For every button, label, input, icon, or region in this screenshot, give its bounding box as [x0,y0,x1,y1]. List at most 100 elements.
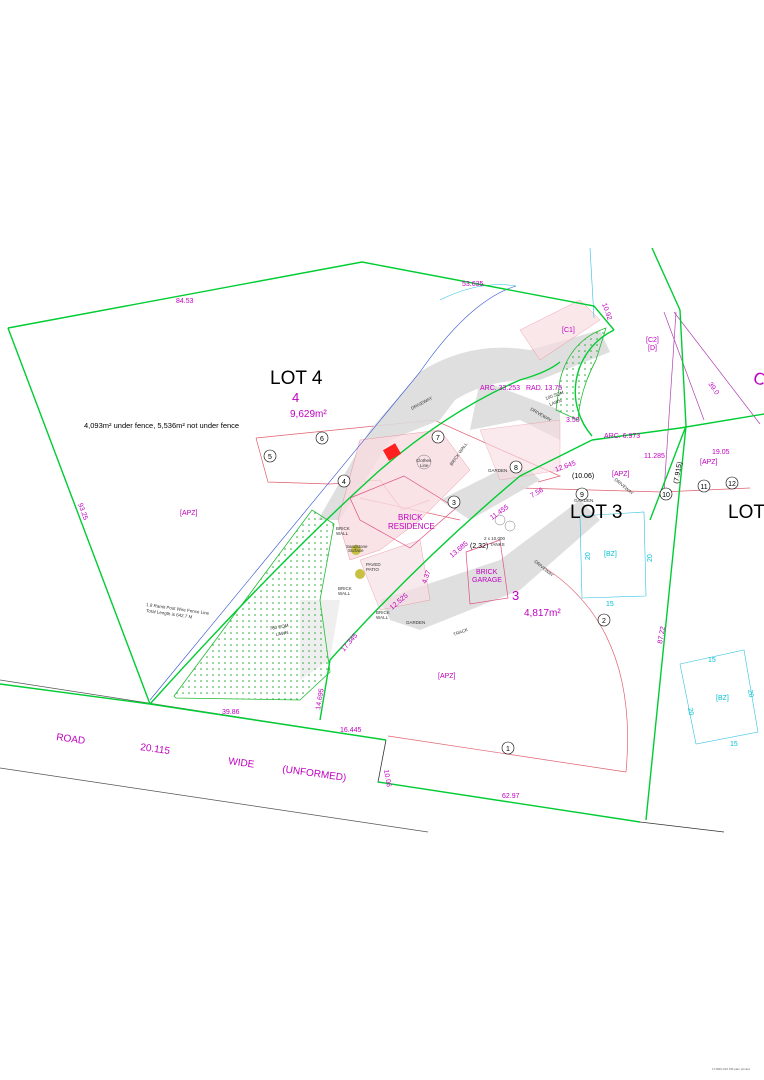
marker-5-label: 5 [268,454,272,461]
marker-7: 7 [431,430,445,444]
marker-7-label: 7 [436,435,440,442]
lawn-big-2: LAWN [275,630,289,637]
apz-label-right: [APZ] [700,459,718,466]
dim-84-53: 84.53 [176,298,194,305]
dim-4-37: 4.37 [421,569,432,584]
lawn-small-2: LAWN [549,398,563,407]
marker-11: 11 [697,479,711,493]
paved-patio-1: PAVED [366,562,381,567]
tanks-1: 2 x 10,000 [484,536,506,541]
bz-dim-c: 15 [606,601,614,608]
garden-label-3: GARDEN [406,620,425,625]
brick-wall-short-1a: BRICK [336,526,350,531]
lawn-big-1: 760 SQM [269,623,289,631]
dim-19-05: 19.05 [712,449,730,456]
bz-label-lot3: [BZ] [604,551,617,558]
road-unformed-label: (UNFORMED) [282,764,347,784]
dim-87-22: 87.22 [657,626,667,645]
lot4-number: 4 [292,390,299,405]
apz-label-lot3-top: [APZ] [612,471,630,478]
d-label: [D] [648,345,657,352]
apz-label-lot4: [APZ] [180,510,198,517]
clothes-line-symbol [416,454,432,470]
dim-53-635: 53.635 [462,281,484,288]
bz-dim-e: 20 [686,707,694,716]
garden-label-2: GARDEN [574,498,593,503]
bz-dim-d: 15 [708,657,716,664]
road-boundary [377,739,725,833]
c1-label: [C1] [562,327,575,334]
road-lines [0,679,429,833]
garage-label-1: BRICK [476,569,498,576]
brick-wall-short-1b: WALL [336,531,349,536]
marker-5: 5 [263,449,277,463]
blue-fence-line [149,285,517,701]
red-structure [382,443,402,461]
marker-10: 10 [659,487,673,501]
lot4-fence-note: 4,093m² under fence, 5,536m² not under f… [84,421,239,430]
arc-6-973: ARC. 6.973 [604,433,640,440]
lot-right-title: LOT [728,502,764,523]
paved-patio-2: PATIO [366,567,379,572]
sandstone-1: Sandstone [346,544,368,549]
partial-label-c: C [751,368,764,390]
brick-residence-outline [349,475,457,549]
brick-garage-outline [465,539,509,605]
track-label: TRACK [453,627,469,637]
c2-label: [C2] [646,337,659,344]
residence-label-2: RESIDENCE [388,522,435,531]
road-wide-label: WIDE [228,756,256,771]
marker-4-label: 4 [342,479,346,486]
lot3-title: LOT 3 [570,502,622,523]
road-label: ROAD [56,732,86,747]
dim-10-06: 10.06 [382,769,392,788]
marker-2: 2 [597,613,611,627]
lot3-area: 4,817m² [524,608,561,619]
tanks-2: TANKS [490,542,505,547]
residence-label-1: BRICK [398,513,423,522]
clothes-line-2: Line [420,463,429,468]
dim-16-445: 16.445 [340,727,362,734]
marker-9-label: 9 [580,492,584,499]
dim-39-0: 39.0 [706,381,720,396]
lot3-number: 3 [512,588,519,603]
tank-symbol [494,514,506,526]
brick-wall-short-3a: BRICK [376,610,390,615]
dim-7-915: (7.915) [673,461,684,484]
sandstone-blob [351,545,361,555]
residence-hatch [337,299,601,611]
sandstone-blob-2 [355,569,365,579]
dim-10-06-paren: (10.06) [572,473,594,480]
bz-dim-a: 20 [585,552,592,560]
dim-2-32: (2.32) [470,543,488,550]
marker-1-label: 1 [506,746,510,753]
dim-10-92: 10.92 [600,302,613,321]
marker-12-label: 12 [728,481,736,488]
lawn-760sqm [173,509,335,701]
dim-17-345: 17.345 [340,632,359,653]
lot-boundaries [0,247,764,823]
road-width: 20.115 [140,742,172,757]
rad-13-75: RAD. 13.75 [526,385,562,392]
dim-14-695: 14.695 [315,688,326,710]
garden-label-1: GARDEN [488,468,507,473]
marker-8-label: 8 [514,465,518,472]
dim-3-50: 3.50 [566,417,580,424]
marker-3-label: 3 [452,500,456,507]
marker-8: 8 [509,460,523,474]
arc-33-253: ARC. 33.253 [480,385,520,392]
clothes-line-1: Clothes [416,458,432,463]
marker-3: 3 [447,495,461,509]
garage-label-2: GARAGE [472,577,502,584]
tank-symbol-2 [504,520,516,532]
marker-6-label: 6 [320,436,324,443]
marker-6: 6 [315,431,329,445]
brick-wall-short-2a: BRICK [338,586,352,591]
brick-wall-short-2b: WALL [338,591,351,596]
marker-9: 9 [575,487,589,501]
bz-dim-g: 15 [730,741,738,748]
marker-10-label: 10 [662,492,670,499]
fence-note-2: Total Length is 642.7 M [146,608,193,619]
easement-lines [663,311,761,493]
brick-wall-short-3b: WALL [376,615,389,620]
